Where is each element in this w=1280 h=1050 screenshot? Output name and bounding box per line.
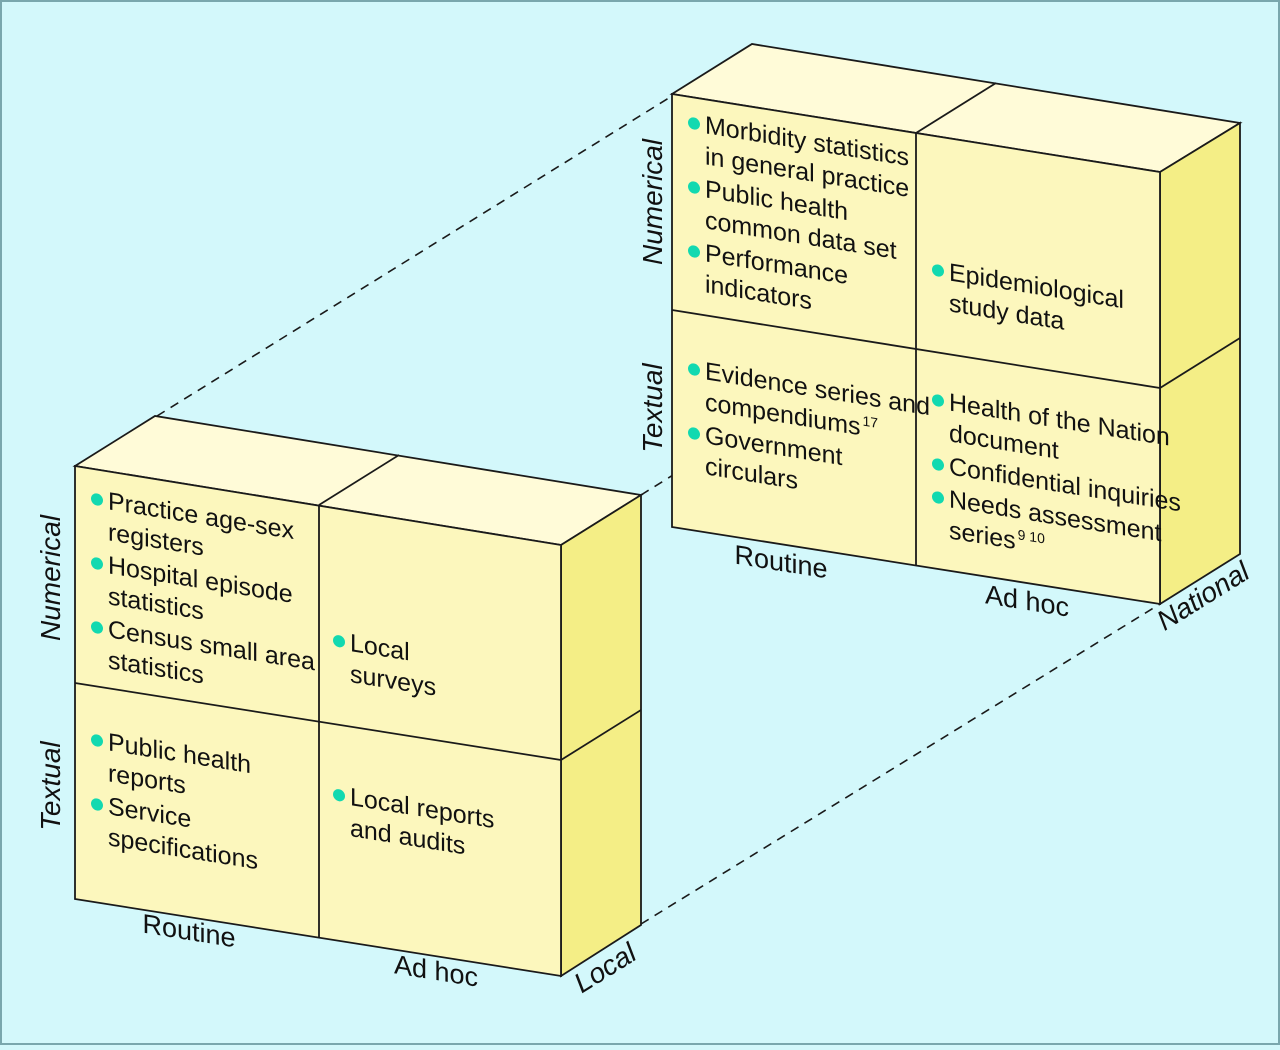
bullet-dot-icon bbox=[688, 181, 700, 194]
bullet-dot-icon bbox=[91, 734, 103, 747]
bullet-dot-icon bbox=[688, 245, 700, 258]
national-top-divider bbox=[915, 82, 997, 134]
connector-line-top bbox=[156, 95, 673, 417]
local-front-row-divider bbox=[74, 682, 562, 761]
list-item: Public healthreports bbox=[108, 728, 251, 810]
local-row-label-numerical: Numerical bbox=[35, 514, 66, 641]
bullet-dot-icon bbox=[333, 789, 345, 802]
national-front-row-divider bbox=[671, 309, 1161, 389]
local-row-label-textual: Textual bbox=[35, 741, 66, 831]
bullet-dot-icon bbox=[91, 798, 103, 811]
national-row-label-numerical: Numerical bbox=[637, 138, 668, 265]
bullet-dot-icon bbox=[932, 264, 944, 277]
bullet-dot-icon bbox=[932, 491, 944, 504]
national-block: Morbidity statisticsin general practiceP… bbox=[637, 43, 1255, 636]
bullet-dot-icon bbox=[91, 493, 103, 506]
bullet-dot-icon bbox=[932, 458, 944, 471]
national-row-label-textual: Textual bbox=[637, 363, 668, 453]
bullet-dot-icon bbox=[91, 557, 103, 570]
connector-line-bottom bbox=[640, 603, 1161, 925]
national-side-divider bbox=[1159, 337, 1241, 389]
reference-superscript: 9 10 bbox=[1018, 526, 1045, 546]
bullet-dot-icon bbox=[91, 621, 103, 634]
reference-superscript: 17 bbox=[863, 413, 879, 431]
local-side-divider bbox=[560, 709, 642, 761]
bullet-dot-icon bbox=[688, 117, 700, 130]
local-top-divider bbox=[318, 454, 400, 506]
bullet-dot-icon bbox=[333, 635, 345, 648]
bullet-dot-icon bbox=[932, 394, 944, 407]
bullet-dot-icon bbox=[688, 363, 700, 376]
bullet-dot-icon bbox=[688, 427, 700, 440]
